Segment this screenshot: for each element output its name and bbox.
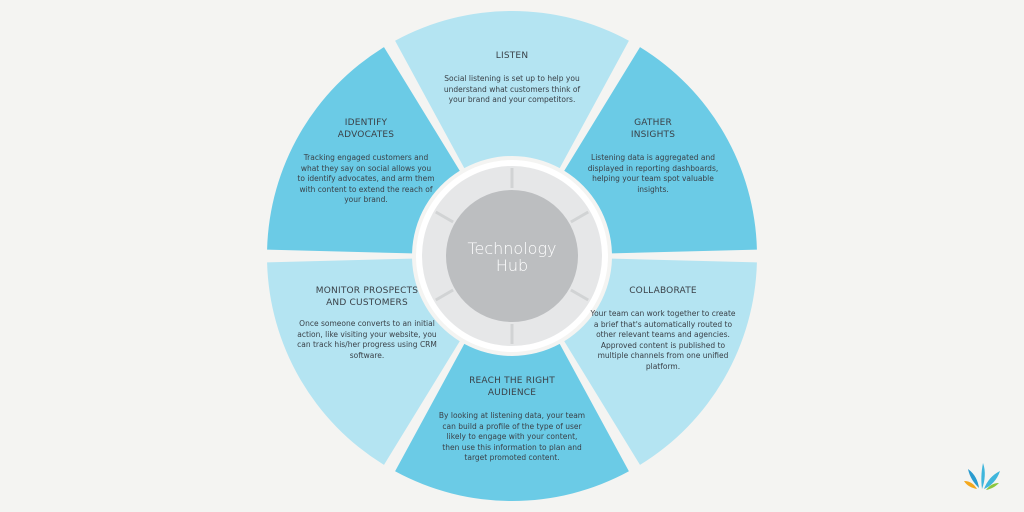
segment-shape-monitor <box>267 258 460 465</box>
segment-listen-title: LISTEN <box>495 51 529 61</box>
segment-shape-gather <box>564 47 757 254</box>
segment-reach-desc: By looking at listening data, your team … <box>438 411 586 462</box>
segment-shape-collaborate <box>564 258 757 465</box>
hub-label: Technology Hub <box>452 240 572 274</box>
segment-listen: LISTEN Social listening is set up to hel… <box>437 50 587 106</box>
segment-shape-reach <box>395 343 629 501</box>
sprout-logo-icon <box>964 463 1000 490</box>
segment-shape-identify <box>267 47 460 254</box>
segment-collaborate-desc: Your team can work together to create a … <box>590 309 736 371</box>
hub-spoke <box>570 210 589 224</box>
segment-monitor-prospects: MONITOR PROSPECTS AND CUSTOMERS Once som… <box>292 285 442 361</box>
hub-spoke <box>435 210 454 224</box>
segment-collaborate-title: COLLABORATE <box>629 286 697 296</box>
hub-label-line2: Hub <box>495 256 529 275</box>
hub-label-line1: Technology <box>467 239 557 258</box>
hub-spoke <box>435 288 454 302</box>
segment-reach-title: REACH THE RIGHT AUDIENCE <box>469 376 555 398</box>
segment-identify-desc: Tracking engaged customers and what they… <box>297 153 435 204</box>
segment-gather-desc: Listening data is aggregated and display… <box>587 153 719 194</box>
segment-listen-desc: Social listening is set up to help you u… <box>443 74 581 104</box>
hub-circle <box>446 190 578 322</box>
segment-gather-insights: GATHER INSIGHTS Listening data is aggreg… <box>583 117 723 195</box>
segment-shape-listen <box>395 11 629 169</box>
segment-identify-advocates: IDENTIFY ADVOCATES Tracking engaged cust… <box>296 117 436 206</box>
segment-gather-title: GATHER INSIGHTS <box>630 118 676 140</box>
segment-collaborate: COLLABORATE Your team can work together … <box>588 285 738 372</box>
segment-reach-audience: REACH THE RIGHT AUDIENCE By looking at l… <box>437 375 587 464</box>
segment-monitor-desc: Once someone converts to an initial acti… <box>297 319 437 360</box>
segment-monitor-title: MONITOR PROSPECTS AND CUSTOMERS <box>315 286 419 308</box>
segment-identify-title: IDENTIFY ADVOCATES <box>337 118 395 140</box>
hub-spoke <box>570 288 589 302</box>
